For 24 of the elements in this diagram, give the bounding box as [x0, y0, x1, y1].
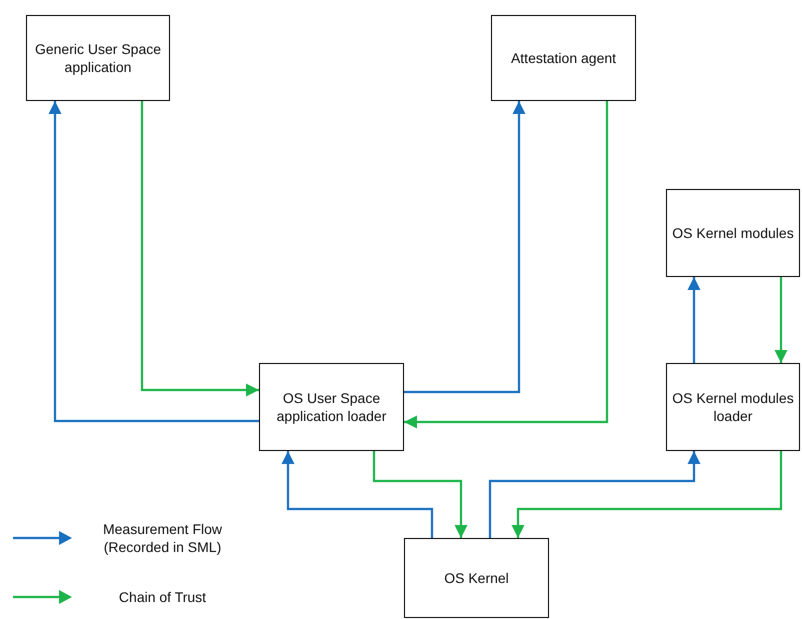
- arrow: [281, 451, 434, 538]
- arrow: [372, 451, 468, 538]
- arrow: [48, 101, 259, 422]
- process-box: [666, 363, 800, 451]
- process-box: [404, 538, 549, 618]
- node-label: Generic User Space application: [34, 40, 162, 76]
- arrow: [404, 101, 526, 394]
- legend-label: Measurement Flow (Recorded in SML): [102, 520, 224, 556]
- process-box: [26, 15, 170, 101]
- arrow: [488, 451, 701, 538]
- node-label: OS Kernel modules: [672, 224, 794, 242]
- arrow: [140, 101, 259, 397]
- process-box: [491, 15, 636, 101]
- node-label: OS User Space application loader: [276, 388, 388, 426]
- node-label: Attestation agent: [510, 48, 616, 68]
- arrow: [687, 277, 701, 363]
- node-label: OS Kernel: [444, 568, 509, 588]
- arrow: [404, 101, 608, 429]
- process-box: [666, 189, 800, 277]
- process-box: [259, 363, 404, 451]
- node-label: OS Kernel modules loader: [671, 388, 795, 426]
- legend-label: Chain of Trust: [118, 588, 208, 606]
- arrow: [774, 277, 788, 363]
- arrow: [511, 451, 782, 538]
